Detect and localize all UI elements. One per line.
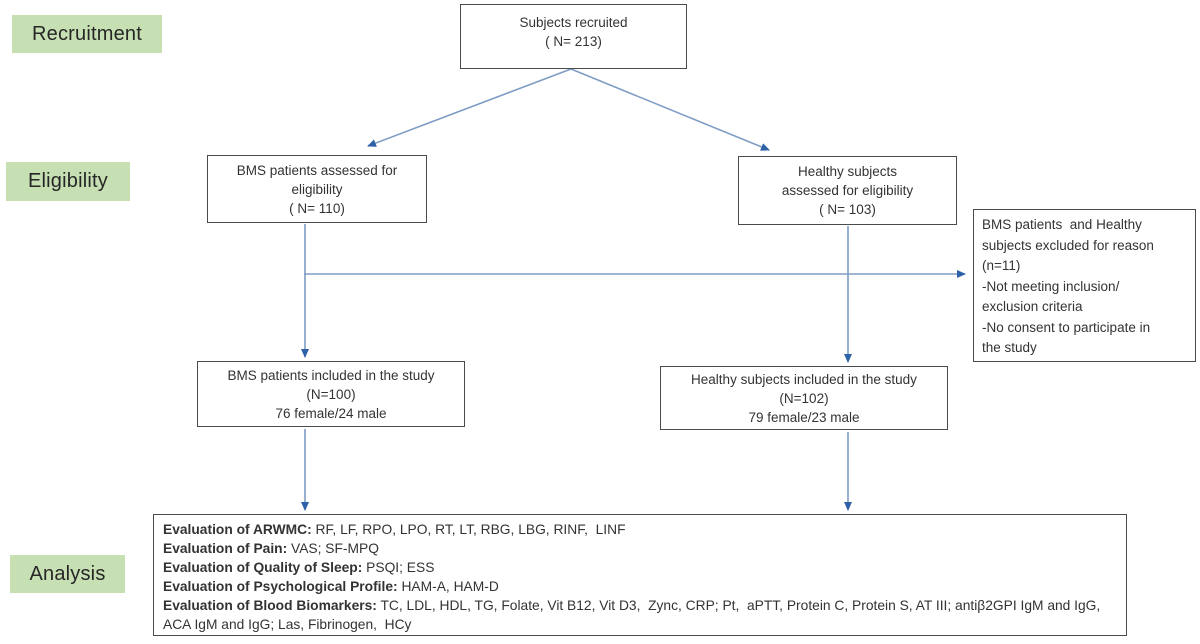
box-line: 76 female/24 male [275, 405, 387, 421]
analysis-entry-value: PSQI; ESS [362, 560, 435, 575]
box-analysis-evaluations: Evaluation of ARWMC: RF, LF, RPO, LPO, R… [153, 514, 1127, 636]
box-line: ( N= 103) [819, 202, 876, 217]
box-line: Subjects recruited [519, 15, 628, 30]
connector-recruited-to-bms [367, 68, 572, 147]
box-line: 79 female/23 male [748, 409, 860, 425]
analysis-entry-label: Evaluation of ARWMC: [163, 522, 312, 537]
box-line: (N=102) [779, 390, 829, 406]
analysis-entry-label: Evaluation of Blood Biomarkers: [163, 598, 377, 613]
analysis-entry-label: Evaluation of Quality of Sleep: [163, 560, 363, 575]
analysis-entry: Evaluation of Blood Biomarkers: TC, LDL,… [163, 596, 1117, 634]
analysis-entry: Evaluation of Psychological Profile: HAM… [163, 577, 1117, 596]
stage-label-analysis: Analysis [10, 555, 125, 593]
analysis-entry-value: VAS; SF-MPQ [287, 541, 379, 556]
box-line: Healthy subjects included in the study [691, 371, 917, 387]
stage-label-recruitment: Recruitment [12, 15, 162, 53]
analysis-entry: Evaluation of Quality of Sleep: PSQI; ES… [163, 558, 1117, 577]
box-line: subjects excluded for reason [982, 237, 1154, 253]
box-line: assessed for eligibility [781, 183, 914, 198]
box-line: ( N= 110) [289, 200, 345, 216]
analysis-entry-label: Evaluation of Pain: [163, 541, 288, 556]
box-line: the study [982, 340, 1037, 355]
box-line: -Not meeting inclusion/ [982, 278, 1120, 294]
box-healthy-assessed: Healthy subjects assessed for eligibilit… [738, 156, 957, 225]
analysis-entry-label: Evaluation of Psychological Profile: [163, 579, 398, 594]
analysis-entry-value: HAM-A, HAM-D [397, 579, 499, 594]
box-line: eligibility [291, 181, 343, 197]
box-bms-assessed: BMS patients assessed for eligibility ( … [207, 155, 427, 223]
box-line: -No consent to participate in [982, 319, 1151, 335]
box-line: Healthy subjects [797, 164, 898, 179]
box-excluded: BMS patients and Healthy subjects exclud… [973, 209, 1196, 362]
box-line: (N=100) [306, 386, 356, 402]
analysis-entry-value: TC, LDL, HDL, TG, Folate, Vit B12, Vit D… [163, 598, 1104, 632]
connector-recruited-to-healthy [570, 68, 770, 151]
box-line: exclusion criteria [982, 299, 1083, 314]
analysis-entry: Evaluation of ARWMC: RF, LF, RPO, LPO, R… [163, 520, 1117, 539]
box-line: (n=11) [982, 258, 1021, 273]
box-healthy-included: Healthy subjects included in the study (… [660, 366, 948, 430]
box-line: BMS patients assessed for [236, 162, 398, 178]
box-line: BMS patients included in the study [227, 367, 435, 383]
analysis-entry-value: RF, LF, RPO, LPO, RT, LT, RBG, LBG, RINF… [311, 522, 626, 537]
box-subjects-recruited: Subjects recruited ( N= 213) [460, 4, 687, 69]
box-line: BMS patients and Healthy [982, 217, 1142, 232]
analysis-entry: Evaluation of Pain: VAS; SF-MPQ [163, 539, 1117, 558]
stage-label-eligibility: Eligibility [6, 162, 130, 201]
box-bms-included: BMS patients included in the study (N=10… [197, 361, 465, 427]
box-line: ( N= 213) [545, 34, 602, 49]
